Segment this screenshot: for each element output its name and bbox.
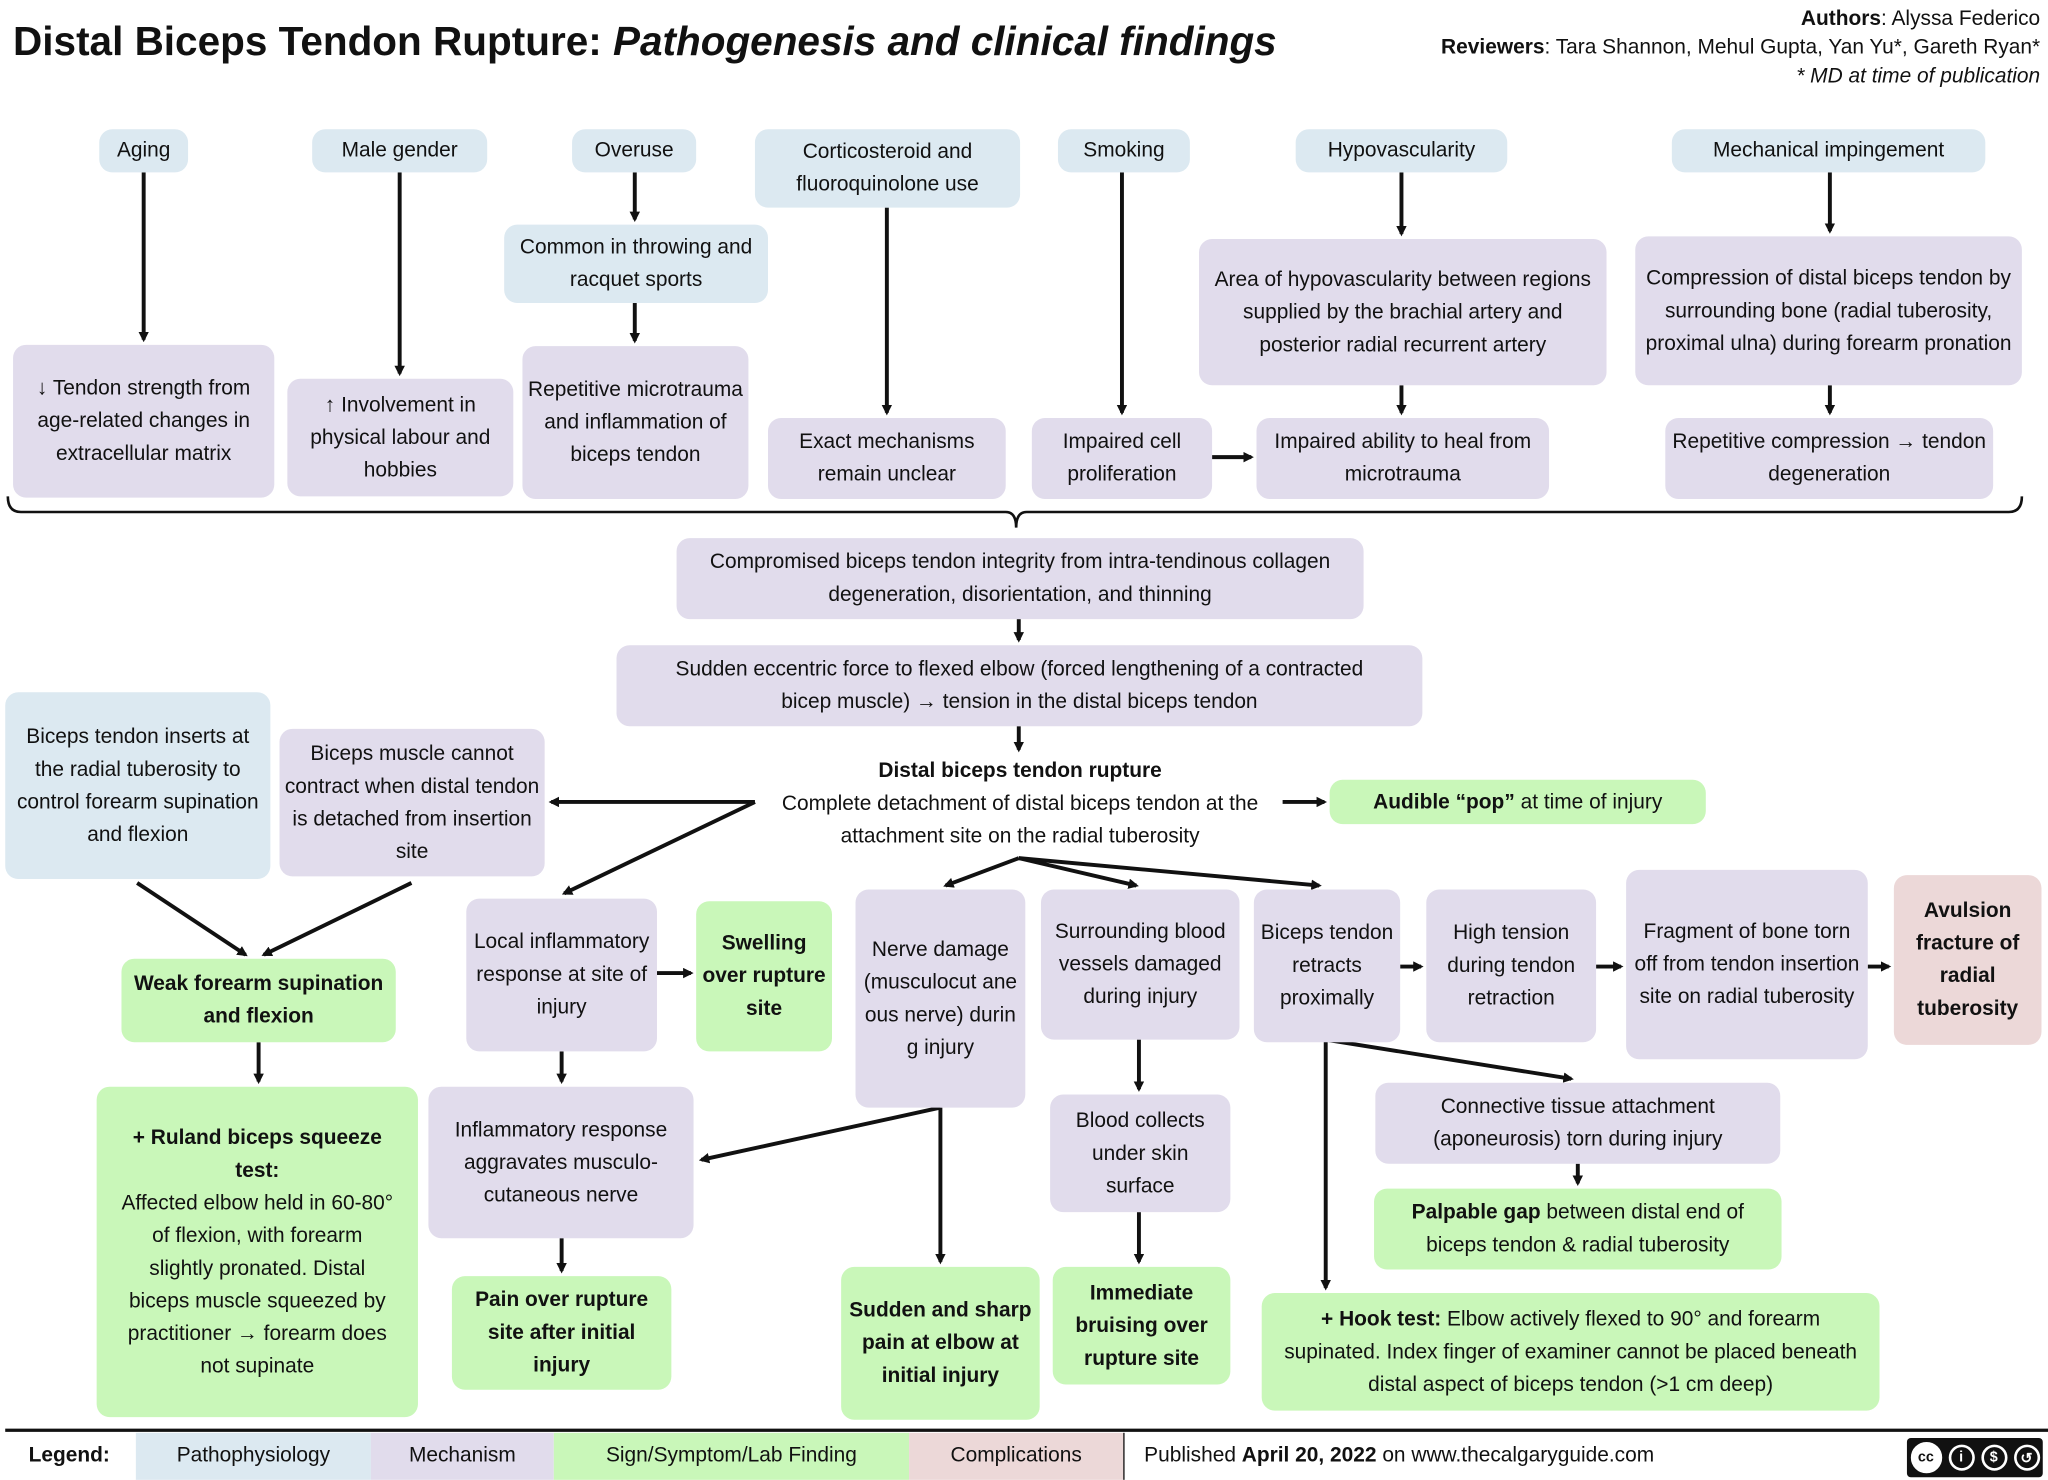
- local-inflammation: Local inflammatory response at site of i…: [466, 898, 657, 1052]
- ruland-test: + Ruland biceps squeeze test: Affected e…: [96, 1086, 418, 1418]
- rupture-node: Distal biceps tendon rupture Complete de…: [758, 755, 1283, 853]
- eccentric-force: Sudden eccentric force to flexed elbow (…: [616, 645, 1423, 727]
- swelling: Swelling over rupture site: [696, 901, 832, 1052]
- arrow: [1018, 856, 1322, 891]
- reviewers: : Tara Shannon, Mehul Gupta, Yan Yu*, Ga…: [1544, 36, 2041, 59]
- cause-smoking: Smoking: [1057, 129, 1190, 173]
- tendon-strength: ↓ Tendon strength from age-related chang…: [13, 344, 275, 498]
- palpable-gap-bold: Palpable gap: [1411, 1201, 1541, 1224]
- legend-mechanism: Mechanism: [370, 1432, 554, 1480]
- aponeurosis-torn: Connective tissue attachment (aponeurosi…: [1375, 1082, 1781, 1164]
- authors-label: Authors: [1800, 7, 1882, 31]
- arrow: [561, 800, 756, 896]
- audible-pop: Audible “pop” at time of injury: [1329, 779, 1706, 825]
- arrow: [261, 881, 413, 957]
- bone-fragment: Fragment of bone torn off from tendon in…: [1626, 869, 1868, 1060]
- published-date: April 20, 2022: [1241, 1444, 1377, 1467]
- arrow: [698, 1105, 941, 1164]
- nerve-damage: Nerve damage (musculocut aneous nerve) d…: [855, 889, 1026, 1108]
- hook-test-bold: + Hook test:: [1321, 1308, 1442, 1331]
- high-tension: High tension during tendon retraction: [1426, 889, 1597, 1043]
- legend-sign-symptom: Sign/Symptom/Lab Finding: [553, 1432, 910, 1480]
- tendon-retracts: Biceps tendon retracts proximally: [1253, 889, 1401, 1043]
- pain-after-injury: Pain over rupture site after initial inj…: [451, 1276, 672, 1390]
- compromised-integrity: Compromised biceps tendon integrity from…: [676, 538, 1364, 620]
- published-url: on www.thecalgaryguide.com: [1376, 1444, 1655, 1467]
- throwing-sports: Common in throwing and racquet sports: [504, 224, 768, 304]
- cause-aging: Aging: [99, 129, 189, 173]
- hook-test: + Hook test: Elbow actively flexed to 90…: [1261, 1293, 1880, 1411]
- rupture-heading: Distal biceps tendon rupture: [878, 760, 1162, 783]
- footnote: * MD at time of publication: [1796, 65, 2041, 88]
- ruland-heading: + Ruland biceps squeeze test:: [132, 1126, 382, 1182]
- hook-test-text: Elbow actively flexed to 90° and forearm…: [1284, 1308, 1857, 1396]
- published-pre: Published: [1144, 1444, 1242, 1467]
- arrow: [136, 881, 248, 957]
- cause-impingement: Mechanical impingement: [1671, 129, 1986, 173]
- audible-pop-rest: at time of injury: [1514, 790, 1663, 814]
- impaired-cell: Impaired cell proliferation: [1031, 417, 1213, 499]
- repetitive-microtrauma: Repetitive microtrauma and inflammation …: [522, 346, 749, 499]
- physical-involvement: ↑ Involvement in physical labour and hob…: [287, 378, 514, 497]
- sharp-pain: Sudden and sharp pain at elbow at initia…: [841, 1266, 1040, 1420]
- authors: : Alyssa Federico: [1881, 7, 2041, 31]
- legend-label: Legend:: [28, 1444, 110, 1467]
- title-main: Distal Biceps Tendon Rupture:: [13, 18, 602, 64]
- cannot-contract: Biceps muscle cannot contract when dista…: [279, 728, 545, 877]
- ruland-text: Affected elbow held in 60-80° of flexion…: [121, 1191, 394, 1378]
- vessels-damaged: Surrounding blood vessels damaged during…: [1040, 889, 1240, 1040]
- cause-hypovascularity: Hypovascularity: [1295, 129, 1508, 173]
- arrow: [943, 856, 1020, 888]
- cause-male-gender: Male gender: [312, 129, 488, 173]
- brace: [6, 496, 2024, 528]
- title-sub: Pathogenesis and clinical findings: [612, 18, 1277, 64]
- cause-overuse: Overuse: [572, 129, 697, 173]
- cause-corticosteroid: Corticosteroid and fluoroquinolone use: [754, 129, 1021, 208]
- avulsion-fracture: Avulsion fracture of radial tuberosity: [1893, 875, 2042, 1045]
- published-info: Published April 20, 2022 on www.thecalga…: [1144, 1433, 1654, 1480]
- palpable-gap-text: between distal end of biceps tendon & ra…: [1426, 1201, 1744, 1257]
- rupture-text: Complete detachment of distal biceps ten…: [781, 792, 1259, 848]
- nerve-aggravation: Inflammatory response aggravates musculo…: [428, 1086, 694, 1239]
- hypovascular-area: Area of hypovascularity between regions …: [1199, 239, 1607, 386]
- arrow: [1018, 856, 1139, 889]
- tendon-inserts: Biceps tendon inserts at the radial tube…: [5, 692, 271, 880]
- palpable-gap: Palpable gap between distal end of bicep…: [1374, 1188, 1782, 1270]
- arrow: [1325, 1037, 1574, 1083]
- weak-forearm: Weak forearm supination and flexion: [121, 958, 396, 1043]
- blood-collects: Blood collects under skin surface: [1050, 1094, 1231, 1213]
- audible-pop-bold: Audible “pop”: [1373, 790, 1515, 814]
- reviewers-label: Reviewers: [1441, 36, 1545, 59]
- bone-compression: Compression of distal biceps tendon by s…: [1635, 236, 2022, 386]
- immediate-bruising: Immediate bruising over rupture site: [1052, 1266, 1231, 1385]
- legend-pathophysiology: Pathophysiology: [135, 1432, 371, 1480]
- exact-mechanisms: Exact mechanisms remain unclear: [767, 417, 1006, 499]
- page-title: Distal Biceps Tendon Rupture: Pathogenes…: [13, 18, 1277, 65]
- impaired-healing: Impaired ability to heal from microtraum…: [1256, 417, 1550, 499]
- repetitive-compression: Repetitive compression → tendon degenera…: [1665, 417, 1994, 499]
- cc-by-nc-sa-icon: cc i $ ↺: [1906, 1438, 2043, 1478]
- credits: Authors: Alyssa Federico Reviewers: Tara…: [1441, 5, 2040, 91]
- legend-complications: Complications: [909, 1432, 1125, 1480]
